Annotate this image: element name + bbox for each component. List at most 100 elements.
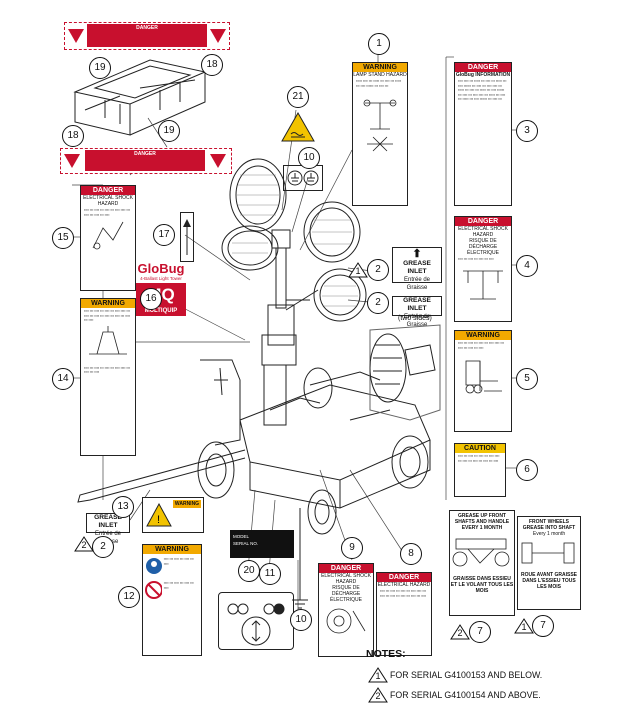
decal-caution: CAUTION ▪▪▪▪ ▪▪▪ ▪▪▪▪ ▪▪▪ ▪▪▪▪ ▪▪▪ ▪▪▪▪ …: [454, 443, 506, 497]
fine-print: ▪▪▪▪ ▪▪▪ ▪▪▪▪ ▪▪▪ ▪▪▪▪ ▪▪▪ ▪▪▪▪ ▪▪▪▪ ▪▪▪…: [84, 208, 130, 217]
decal-heading: DANGER: [81, 186, 135, 195]
decal-heading: DANGER: [455, 217, 511, 226]
svg-text:!: !: [157, 514, 160, 526]
decal-title-fr: RISQUE DE DÉCHARGE ÉLECTRIQUE: [467, 238, 499, 256]
control-panel-decal: [218, 592, 294, 650]
decal-heading: WARNING: [143, 545, 201, 554]
decal-title: LAMP STAND HAZARD: [353, 72, 407, 78]
note-marker-2-left: 2: [74, 536, 94, 552]
ground-icon: [287, 170, 319, 186]
decal-electrical-hazard-danger: DANGER ELECTRICAL HAZARD ▪▪▪▪ ▪▪▪ ▪▪▪▪ ▪…: [376, 572, 432, 656]
callout-2-top: 2: [367, 259, 389, 281]
fine-print: ▪▪▪▪ ▪▪▪▪ ▪▪▪ ▪▪▪▪▪ ▪▪▪ ▪▪▪▪ ▪▪▪ ▪▪▪▪▪ ▪…: [458, 79, 507, 102]
callout-3: 3: [516, 120, 538, 142]
callout-11: 11: [259, 563, 281, 585]
front-axle-pictogram: [521, 542, 575, 564]
front-wheels-decal: FRONT WHEELS GREASE INTO SHAFT Every 1 m…: [517, 516, 581, 610]
grease-shafts-title-fr: GRAISSE DANS ESSIEU ET LE VOLANT TOUS LE…: [450, 576, 514, 594]
ground-symbol-decal: [283, 165, 323, 191]
top-decal-heading: DANGER: [87, 24, 207, 32]
note-marker-2-bottom: 2: [450, 624, 470, 640]
decal-globug-information: DANGER GloBug INFORMATION ▪▪▪▪ ▪▪▪▪ ▪▪▪ …: [454, 62, 512, 206]
decal-heading: DANGER: [319, 564, 373, 573]
fine-print: ▪▪▪▪ ▪▪▪ ▪▪▪▪ ▪▪▪ ▪▪▪▪ ▪▪▪ ▪▪▪▪ ▪▪▪▪ ▪▪▪…: [458, 454, 500, 463]
lamp-stand-pictogram: [363, 99, 397, 152]
decal-small-warning: WARNING !: [142, 497, 204, 533]
brand-subtitle: 4-Ballast Light Tower: [140, 276, 182, 281]
callout-18-lower: 18: [62, 125, 84, 147]
callout-7-right: 7: [532, 615, 554, 637]
two-sides-note: (two sides): [398, 315, 432, 322]
front-wheels-title: FRONT WHEELS GREASE INTO SHAFT: [522, 519, 576, 531]
axle-pictogram: [452, 538, 510, 567]
note-2-text: FOR SERIAL G4100154 AND ABOVE.: [390, 690, 541, 700]
notes-title: NOTES:: [366, 648, 406, 660]
callout-18: 18: [201, 54, 223, 76]
grease-shafts-decal: GREASE UP FRONT SHAFTS AND HANDLE EVERY …: [449, 510, 515, 616]
trailer-frame-sketch: [73, 59, 207, 136]
front-wheels-title-fr: ROUE AVANT GRAISSE DANS L'ESSIEU TOUS LE…: [520, 572, 578, 590]
fine-print: ▪▪▪▪ ▪▪▪ ▪▪▪▪ ▪▪▪ ▪▪▪▪ ▪▪▪ ▪▪▪▪: [163, 581, 194, 590]
chassis-drawing: [77, 359, 431, 609]
decal-title: ELECTRICAL SHOCK HAZARD: [321, 573, 371, 585]
light-tower-drawing: [221, 158, 367, 426]
decal-outrigger-warning: WARNING ▪▪▪▪ ▪▪▪ ▪▪▪▪ ▪▪▪ ▪▪▪▪ ▪▪▪ ▪▪▪▪ …: [80, 298, 136, 456]
callout-2-mid: 2: [367, 292, 389, 314]
grease-inlet-label: GREASE INLET: [403, 297, 431, 312]
grease-shafts-title: GREASE UP FRONT SHAFTS AND HANDLE EVERY …: [454, 513, 510, 531]
callout-21: 21: [287, 86, 309, 108]
decal-heading: CAUTION: [455, 444, 505, 453]
wheel-detail-inset: [369, 324, 441, 421]
brand-name: GloBug: [137, 261, 185, 276]
callout-12: 12: [118, 586, 140, 608]
lower-decal-heading: DANGER: [85, 150, 205, 158]
warning-triangle-icon: [210, 29, 226, 43]
callout-13: 13: [112, 496, 134, 518]
grease-inlet-fr: Entrée de Graisse: [403, 277, 431, 291]
hot-surface-icon: [281, 112, 315, 142]
callout-7-left: 7: [469, 621, 491, 643]
callout-19-lower: 19: [158, 120, 180, 142]
fine-print: ▪▪▪▪▪ ▪▪▪▪ ▪▪▪ ▪▪▪▪▪ ▪▪▪ ▪▪▪▪ ▪▪▪ ▪▪▪▪▪ …: [356, 79, 402, 88]
lower-danger-decal: DANGER: [60, 148, 232, 174]
ppe-icon: [146, 558, 162, 574]
fine-print: ▪▪▪▪ ▪▪▪ ▪▪▪▪ ▪▪▪ ▪▪▪▪ ▪▪▪ ▪▪▪▪ ▪▪▪▪ ▪▪▪…: [380, 589, 426, 598]
callout-17: 17: [153, 224, 175, 246]
fine-print: ▪▪▪▪ ▪▪▪ ▪▪▪▪ ▪▪▪ ▪▪▪▪ ▪▪▪ ▪▪▪▪: [458, 257, 494, 261]
callout-9: 9: [341, 537, 363, 559]
warning-triangle-icon: [68, 29, 84, 43]
warning-triangle-icon: [210, 154, 226, 168]
warning-triangle-icon: [64, 154, 80, 168]
decal-ppe-warning: WARNING ▪▪▪▪ ▪▪▪ ▪▪▪▪ ▪▪▪ ▪▪▪▪ ▪▪▪ ▪▪▪▪ …: [142, 544, 202, 656]
callout-14: 14: [52, 368, 74, 390]
decal-heading: DANGER: [377, 573, 431, 582]
tower-pictogram: [463, 270, 503, 299]
decal-heading: WARNING: [455, 331, 511, 340]
callout-5: 5: [516, 368, 538, 390]
callout-19: 19: [89, 57, 111, 79]
grease-inlet-label: GREASE INLET: [94, 514, 122, 529]
grease-inlet-arrow-decal: ⬆ GREASE INLET Entrée de Graisse: [392, 247, 442, 291]
callout-20: 20: [238, 560, 260, 582]
callout-1: 1: [368, 33, 390, 55]
callout-10: 10: [298, 147, 320, 169]
multiquip-wordmark: MULTIQUIP: [136, 307, 186, 316]
decal-electrical-shock-danger: DANGER ELECTRICAL SHOCK HAZARD ▪▪▪▪ ▪▪▪ …: [80, 185, 136, 291]
decal-heading: WARNING: [353, 63, 407, 72]
note-1-marker: 1: [368, 667, 388, 683]
model-label: MODEL: [233, 534, 250, 539]
outrigger-pictogram: [89, 325, 127, 355]
up-arrow-icon: [183, 219, 191, 255]
note-2-marker: 2: [368, 687, 388, 703]
decal-title-fr: RISQUE DE DÉCHARGE ÉLECTRIQUE: [330, 585, 362, 603]
no-fire-icon: [145, 581, 162, 599]
warning-triangle-icon: !: [146, 503, 172, 527]
electric-shock-pictogram: [92, 221, 124, 250]
serial-label: SERIAL NO.: [233, 541, 259, 546]
front-wheels-subtitle: Every 1 month: [532, 531, 566, 537]
wheel-pictogram: [326, 608, 366, 634]
grease-inlet-decal: GREASE INLET Entrée de Graisse: [392, 296, 442, 328]
decal-heading: WARNING: [173, 500, 201, 508]
